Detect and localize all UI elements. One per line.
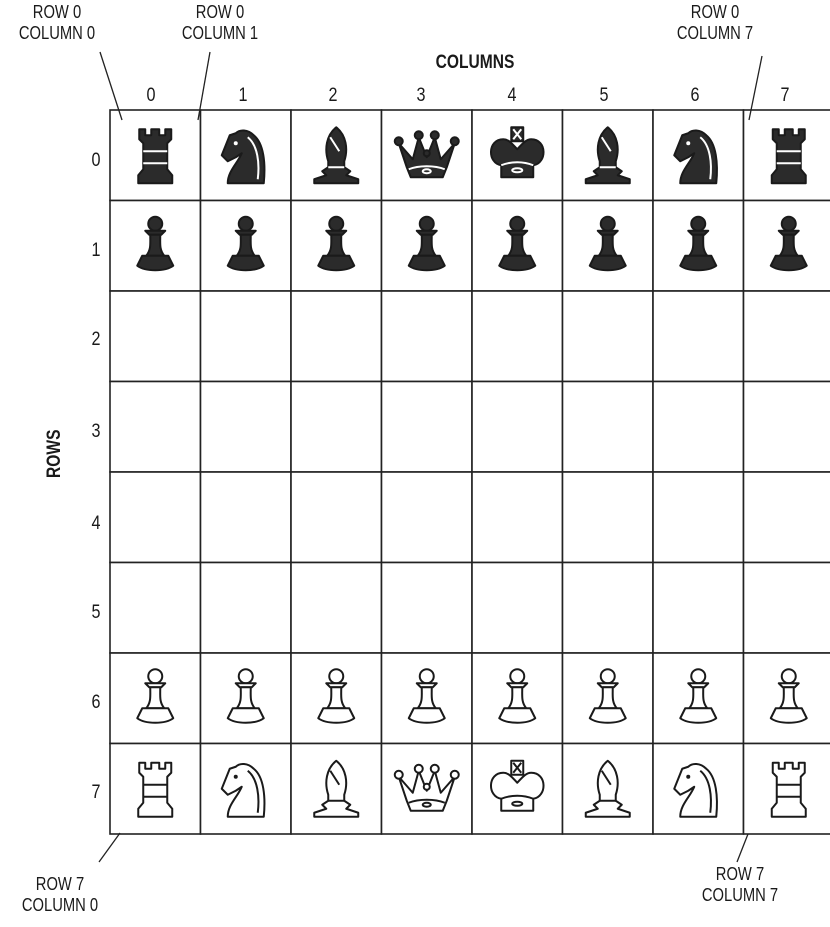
board-square-r2-c5[interactable] xyxy=(563,291,654,382)
board-square-r4-c6[interactable] xyxy=(653,472,744,563)
board-square-r5-c1[interactable] xyxy=(201,563,292,654)
board-square-r2-c4[interactable] xyxy=(472,291,563,382)
black-rook-icon[interactable] xyxy=(772,129,806,183)
board-square-r2-c1[interactable] xyxy=(201,291,292,382)
board-square-r5-c6[interactable] xyxy=(653,563,744,654)
board-square-r2-c2[interactable] xyxy=(291,291,382,382)
board-square-r2-c7[interactable] xyxy=(744,291,830,382)
board-square-r3-c5[interactable] xyxy=(563,382,654,473)
board-square-r4-c4[interactable] xyxy=(472,472,563,563)
board-square-r2-c6[interactable] xyxy=(653,291,744,382)
board-square-r5-c4[interactable] xyxy=(472,563,563,654)
board-square-r3-c3[interactable] xyxy=(382,382,473,473)
board-square-r4-c7[interactable] xyxy=(744,472,830,563)
callout-leader xyxy=(99,833,120,862)
board-square-r5-c2[interactable] xyxy=(291,563,382,654)
board-square-r2-c0[interactable] xyxy=(110,291,201,382)
board-square-r3-c1[interactable] xyxy=(201,382,292,473)
board-square-r3-c0[interactable] xyxy=(110,382,201,473)
board-square-r5-c7[interactable] xyxy=(744,563,830,654)
board-square-r4-c5[interactable] xyxy=(563,472,654,563)
board-square-r4-c1[interactable] xyxy=(201,472,292,563)
board-square-r3-c7[interactable] xyxy=(744,382,830,473)
board-square-r5-c0[interactable] xyxy=(110,563,201,654)
board-square-r4-c2[interactable] xyxy=(291,472,382,563)
board-square-r3-c4[interactable] xyxy=(472,382,563,473)
board-square-r3-c2[interactable] xyxy=(291,382,382,473)
board-square-r3-c6[interactable] xyxy=(653,382,744,473)
callout-leader xyxy=(737,834,748,862)
white-rook-icon[interactable] xyxy=(138,763,172,817)
black-rook-icon[interactable] xyxy=(138,129,172,183)
white-rook-icon[interactable] xyxy=(772,763,806,817)
board-square-r5-c3[interactable] xyxy=(382,563,473,654)
board-square-r2-c3[interactable] xyxy=(382,291,473,382)
board-square-r5-c5[interactable] xyxy=(563,563,654,654)
board-square-r4-c0[interactable] xyxy=(110,472,201,563)
board-square-r4-c3[interactable] xyxy=(382,472,473,563)
